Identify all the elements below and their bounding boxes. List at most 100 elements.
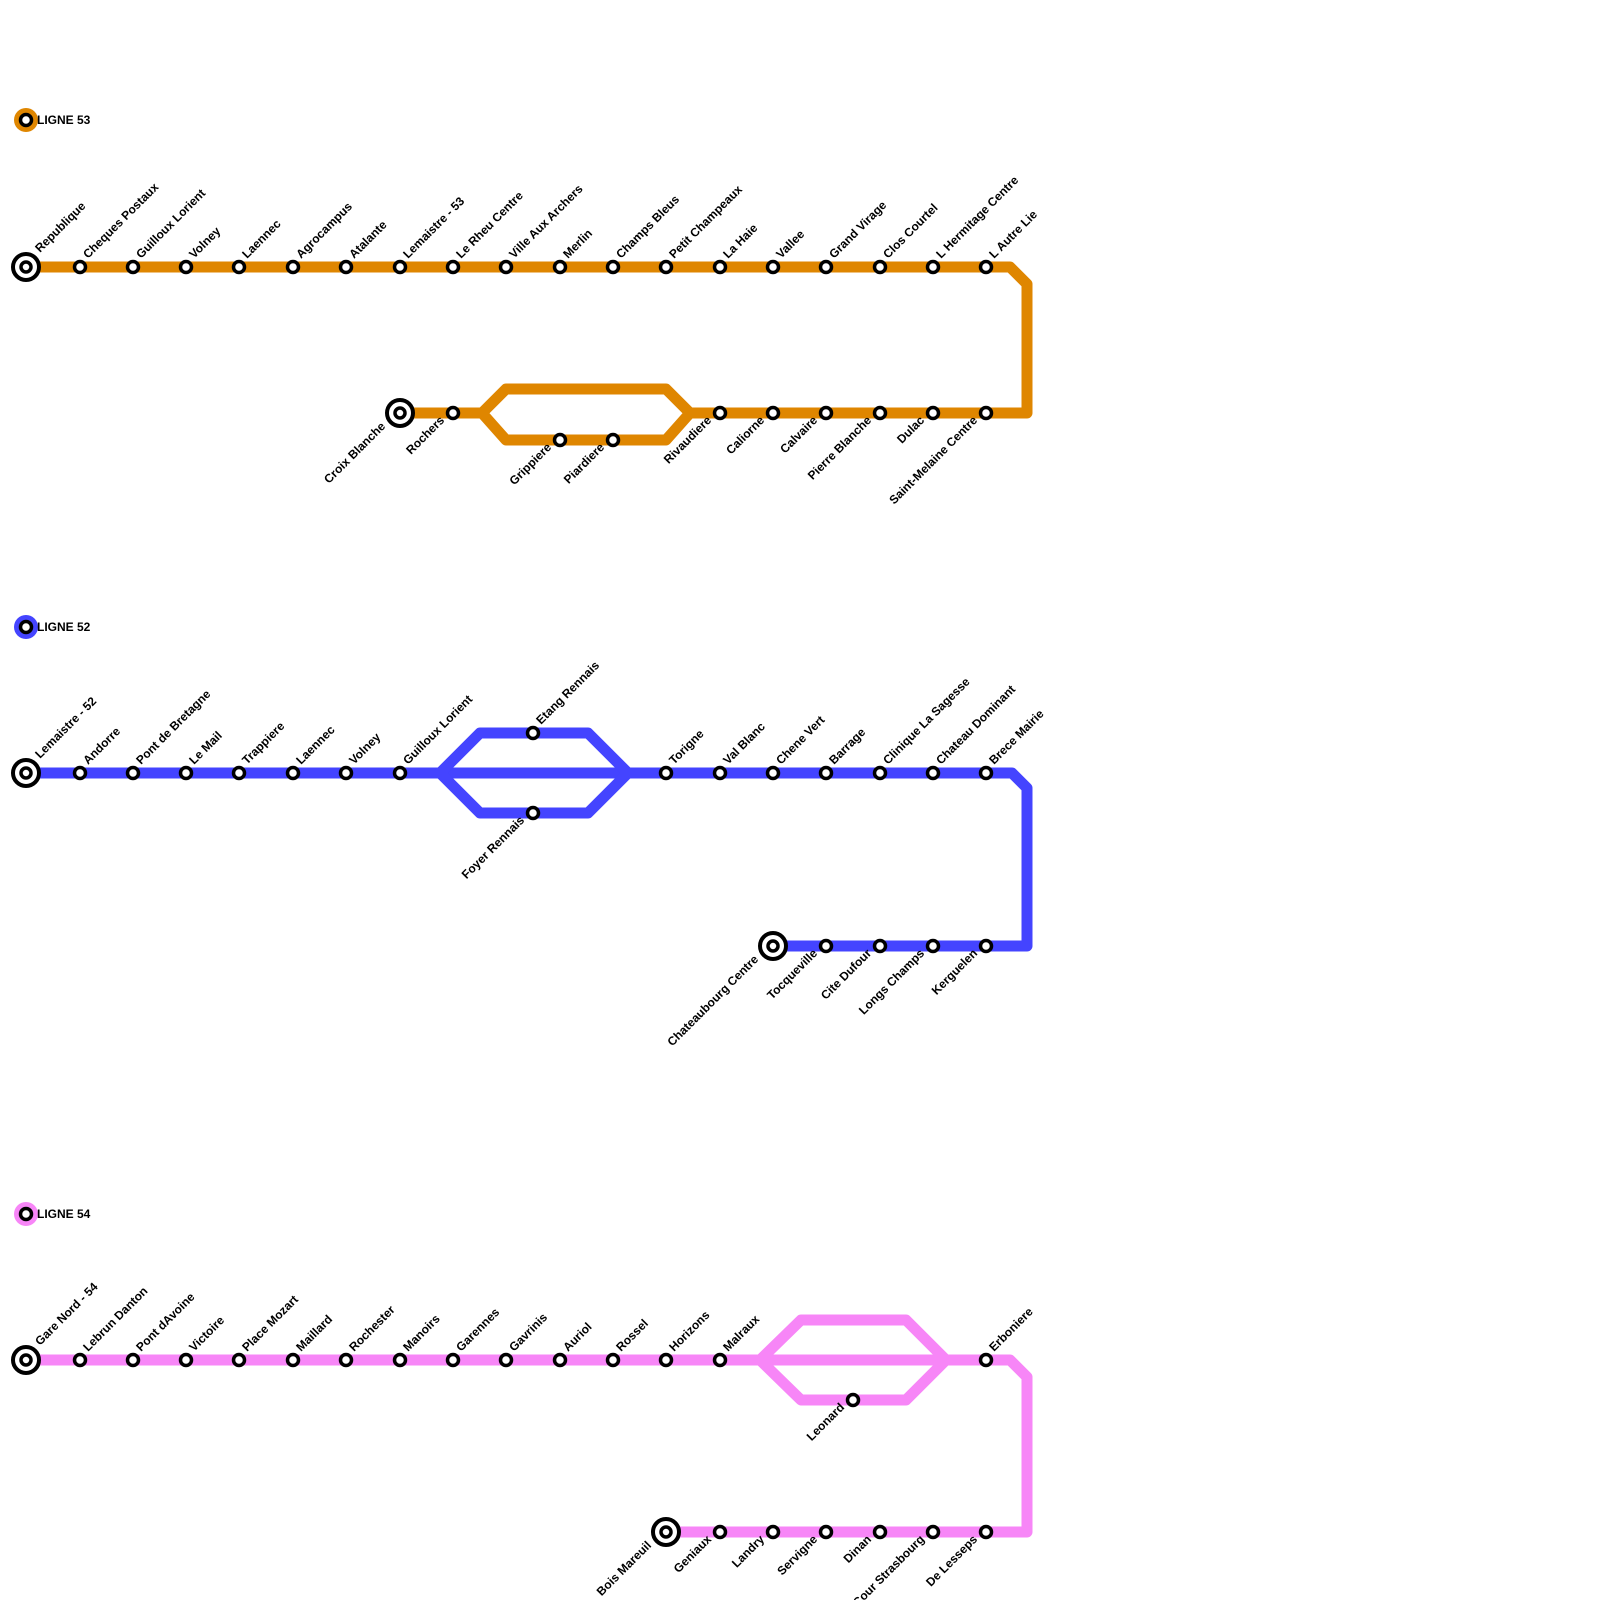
route-path: [20, 1354, 1033, 1538]
station-marker-icon: [712, 259, 728, 275]
station-marker-icon: [285, 1352, 301, 1368]
station-label: Vallee: [773, 227, 807, 261]
station-marker-icon: [925, 259, 941, 275]
legend: LIGNE 53 LIGNE 52 LIGNE 54: [14, 108, 91, 1226]
legend-label: LIGNE 52: [37, 620, 91, 634]
station-label: Val Blanc: [720, 719, 768, 767]
station-label: Andorre: [80, 724, 123, 767]
station-label: Le Mail: [186, 728, 225, 767]
legend-item-ligne-52: LIGNE 52: [14, 615, 91, 639]
station-marker-icon: [392, 259, 408, 275]
station-foyer-rennais[interactable]: Foyer Rennais: [459, 805, 541, 882]
station-marker-icon: [178, 1352, 194, 1368]
station-l-hermitage-centre[interactable]: L Hermitage Centre: [925, 173, 1022, 275]
legend-station-icon: [18, 619, 34, 635]
station-label: Malraux: [720, 1312, 762, 1354]
station-marker-icon: [978, 405, 994, 421]
station-marker-icon: [872, 405, 888, 421]
station-croix-blanche[interactable]: Croix Blanche: [321, 398, 415, 486]
station-marker-icon: [712, 1524, 728, 1540]
station-label: La Haie: [720, 221, 760, 261]
station-marker-icon: [978, 1524, 994, 1540]
station-label: Merlin: [560, 226, 595, 261]
station-marker-icon: [445, 1352, 461, 1368]
station-label: Auriol: [560, 1320, 594, 1354]
station-pont-de-bretagne[interactable]: Pont de Bretagne: [125, 687, 214, 781]
station-label: De Lesseps: [923, 1532, 980, 1589]
route-path: [20, 261, 1033, 419]
station-saint-melaine-centre[interactable]: Saint-Melaine Centre: [886, 405, 994, 508]
station-champs-bleus[interactable]: Champs Bleus: [605, 192, 683, 275]
station-marker-icon: [978, 259, 994, 275]
station-marker-icon: [978, 1352, 994, 1368]
station-label: Barrage: [826, 725, 868, 767]
station-label: Garennes: [453, 1305, 502, 1354]
station-marker-icon: [72, 765, 88, 781]
station-marker-icon: [552, 432, 568, 448]
station-label: Trappiere: [239, 719, 287, 767]
station-label: Calvaire: [777, 413, 820, 456]
route-path: [20, 767, 1033, 952]
station-label: Manoirs: [400, 1311, 443, 1354]
legend-station-icon: [18, 112, 34, 128]
station-label: Erboniere: [986, 1304, 1036, 1354]
station-cheques-postaux[interactable]: Cheques Postaux: [72, 180, 162, 275]
station-label: Laennec: [293, 723, 338, 768]
station-marker-icon: [872, 259, 888, 275]
station-label: Servigne: [774, 1532, 820, 1578]
station-label: L Autre Lie: [986, 207, 1040, 261]
station-label: Foyer Rennais: [459, 813, 528, 882]
legend-label: LIGNE 53: [37, 113, 91, 127]
station-clinique-la-sagesse[interactable]: Clinique La Sagesse: [872, 674, 973, 781]
station-marker-icon: [765, 405, 781, 421]
terminus-inner-icon: [19, 766, 33, 780]
terminus-inner-icon: [393, 406, 407, 420]
station-label: Clinique La Sagesse: [880, 674, 973, 767]
station-label: Landry: [729, 1532, 767, 1570]
legend-item-ligne-54: LIGNE 54: [14, 1202, 91, 1226]
station-marker-icon: [765, 1524, 781, 1540]
station-label: Rochester: [346, 1302, 398, 1354]
legend-label: LIGNE 54: [37, 1207, 91, 1221]
station-marker-icon: [552, 1352, 568, 1368]
station-marker-icon: [712, 405, 728, 421]
station-label: Victoire: [186, 1313, 227, 1354]
station-etang-rennais[interactable]: Etang Rennais: [525, 658, 603, 741]
station-label: Saint-Melaine Centre: [886, 413, 980, 507]
station-label: Atalante: [346, 218, 390, 262]
station-bois-mareuil[interactable]: Bois Mareuil: [594, 1517, 681, 1599]
route-ligne-54: [20, 1314, 1033, 1538]
station-label: Clos Courtel: [880, 201, 940, 261]
terminus-inner-icon: [766, 939, 780, 953]
station-label: Horizons: [666, 1308, 712, 1354]
station-label: Place Mozart: [239, 1292, 301, 1354]
station-label: Gavrinis: [506, 1310, 550, 1354]
station-marker-icon: [231, 259, 247, 275]
station-marker-icon: [338, 1352, 354, 1368]
route-ligne-53: [20, 261, 1033, 446]
station-marker-icon: [338, 259, 354, 275]
station-marker-icon: [925, 765, 941, 781]
station-label: Chateaubourg Centre: [664, 952, 761, 1049]
station-label: Piardiere: [561, 440, 607, 486]
station-guilloux-lorient[interactable]: Guilloux Lorient: [392, 692, 476, 781]
station-marker-icon: [125, 259, 141, 275]
station-marker-icon: [818, 1524, 834, 1540]
station-marker-icon: [605, 1352, 621, 1368]
station-label: Bois Mareuil: [594, 1538, 654, 1598]
station-marker-icon: [72, 1352, 88, 1368]
station-label: Laennec: [239, 217, 284, 262]
station-marker-icon: [925, 938, 941, 954]
station-marker-icon: [178, 259, 194, 275]
station-marker-icon: [818, 765, 834, 781]
station-marker-icon: [872, 938, 888, 954]
station-pierre-blanche[interactable]: Pierre Blanche: [805, 405, 888, 483]
station-marker-icon: [872, 1524, 888, 1540]
station-marker-icon: [765, 765, 781, 781]
station-marker-icon: [392, 765, 408, 781]
station-label: Chene Vert: [773, 713, 827, 767]
station-label: Etang Rennais: [533, 658, 602, 727]
station-marker-icon: [231, 765, 247, 781]
station-marker-icon: [765, 259, 781, 275]
